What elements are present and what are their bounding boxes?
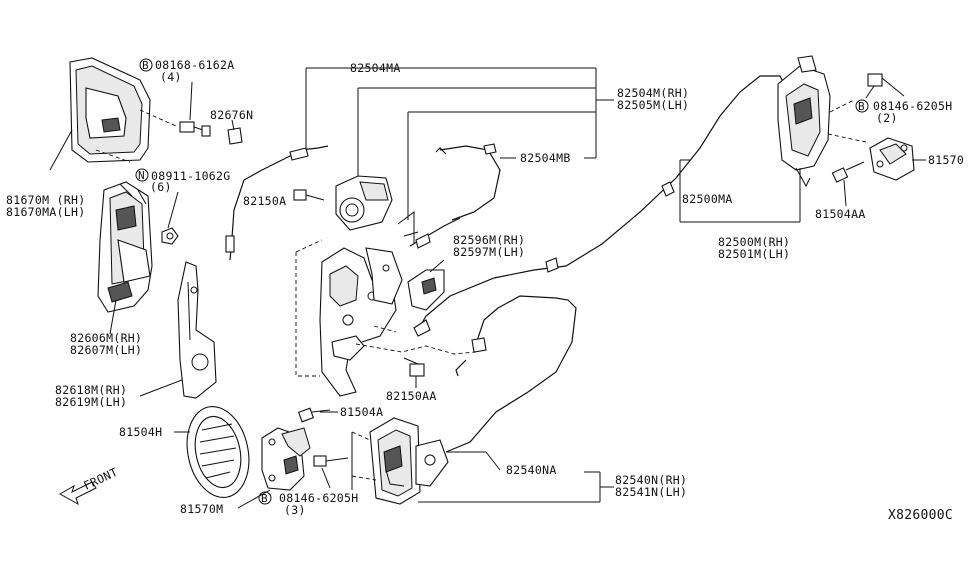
label-82607m: 82607M(LH) — [70, 343, 142, 357]
handle-base-part — [97, 181, 153, 313]
label-82505m: 82505M(LH) — [617, 98, 689, 112]
outside-handle-part — [69, 57, 177, 163]
label-08146-upper: 08146-6205H — [873, 99, 952, 113]
label-82597m: 82597M(LH) — [453, 245, 525, 259]
striker-81570m-part — [261, 427, 311, 491]
door-lock-82540n-part — [369, 417, 449, 505]
nut-marker-icon: N — [135, 168, 149, 182]
label-82618m: 82618M(RH) — [55, 383, 127, 397]
striker-81570-part — [869, 137, 915, 181]
label-81570: 81570 — [928, 153, 964, 167]
label-81570m: 81570M — [180, 502, 223, 516]
label-82540na: 82540NA — [506, 463, 557, 477]
label-81504h: 81504H — [119, 425, 162, 439]
svg-text:B: B — [261, 492, 268, 505]
label-82504ma: 82504MA — [350, 61, 401, 75]
bolt-08146-lower-part — [313, 455, 349, 467]
label-82504mb: 82504MB — [520, 151, 571, 165]
label-08146-lower-qty: (3) — [284, 503, 306, 517]
label-82541n: 82541N(LH) — [615, 485, 687, 499]
label-08146-upper-qty: (2) — [876, 111, 898, 125]
seal-81504h-part — [186, 406, 250, 498]
lock-mechanism-part — [319, 211, 419, 397]
label-81670m: 81670M (RH) — [6, 193, 85, 207]
label-82500ma: 82500MA — [682, 192, 733, 206]
label-82150aa: 82150AA — [386, 389, 437, 403]
knob-82596m-part — [407, 269, 445, 311]
label-82540n: 82540N(RH) — [615, 473, 687, 487]
svg-text:N: N — [138, 169, 145, 182]
front-arrow-icon — [58, 481, 97, 506]
screw-08168-part — [179, 121, 211, 137]
screw-81504aa-part — [831, 161, 865, 183]
cap-82676n-part — [227, 127, 243, 145]
svg-text:B: B — [858, 100, 865, 113]
bolt-08146-upper-part — [865, 73, 883, 99]
gasket-82618m-part — [177, 261, 217, 399]
label-08168-qty: (4) — [160, 70, 182, 84]
label-08168: 08168-6162A — [155, 58, 234, 72]
rod-82504mb — [439, 145, 501, 221]
label-82596m: 82596M(RH) — [453, 233, 525, 247]
bolt-marker-icon: B — [258, 491, 272, 505]
inside-handle-82504m-part — [335, 175, 393, 231]
bolt-82150aa-part — [403, 357, 425, 377]
label-82619m: 82619M(LH) — [55, 395, 127, 409]
screw-81504a-part — [297, 407, 331, 423]
label-08146-lower: 08146-6205H — [279, 491, 358, 505]
rear-lock-82500m-part — [777, 55, 831, 188]
diagram-id: X826000C — [888, 508, 953, 523]
label-front: FRONT — [81, 465, 120, 493]
cable-82540na — [445, 295, 577, 453]
label-81670ma: 81670MA(LH) — [6, 205, 85, 219]
label-81504a: 81504A — [340, 405, 383, 419]
bolt-82150a-part — [293, 189, 325, 201]
bolt-marker-icon: B — [139, 58, 153, 72]
label-81504aa: 81504AA — [815, 207, 866, 221]
label-08911-qty: (6) — [150, 180, 172, 194]
cable-82500ma — [417, 75, 789, 331]
label-82150a: 82150A — [243, 194, 286, 208]
label-82606m: 82606M(RH) — [70, 331, 142, 345]
label-82676n: 82676N — [210, 108, 253, 122]
label-82500m: 82500M(RH) — [718, 235, 790, 249]
svg-text:B: B — [142, 59, 149, 72]
label-82501m: 82501M(LH) — [718, 247, 790, 261]
label-08911: 08911-1062G — [151, 169, 230, 183]
nut-08911-part — [161, 227, 179, 245]
label-82504m: 82504M(RH) — [617, 86, 689, 100]
bolt-marker-icon: B — [855, 99, 869, 113]
